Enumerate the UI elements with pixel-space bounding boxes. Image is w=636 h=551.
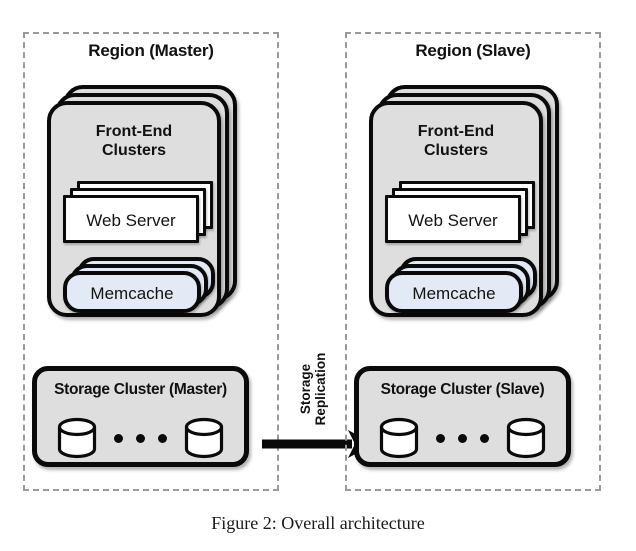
region-master: Region (Master): [23, 32, 279, 491]
memcache-stack-slave: Memcache: [385, 257, 537, 313]
region-master-title: Region (Master): [88, 41, 214, 60]
web-server-stack-slave: Web Server: [385, 181, 535, 243]
storage-cluster-master: Storage Cluster (Master): [32, 366, 249, 467]
region-slave-title: Region (Slave): [415, 41, 531, 60]
ellipsis-dot: [136, 433, 145, 443]
memcache-label-master: Memcache: [90, 284, 174, 303]
figure-caption: Figure 2: Overall architecture: [211, 513, 425, 533]
frontend-clusters-master: Front-End Clusters Web Server Memcache: [47, 85, 237, 317]
storage-ellipsis-slave: [436, 433, 489, 443]
frontend-clusters-title-slave: Front-End Clusters: [373, 122, 539, 160]
memcache-card-front: Memcache: [385, 271, 523, 313]
web-server-card-front: Web Server: [385, 195, 521, 243]
storage-cluster-master-title: Storage Cluster (Master): [54, 381, 227, 398]
frontend-title-line1: Front-End: [95, 123, 173, 140]
storage-disk-row-slave: [359, 415, 566, 461]
memcache-label-slave: Memcache: [412, 284, 496, 303]
region-slave: Region (Slave): [345, 32, 601, 491]
ellipsis-dot: [458, 433, 467, 443]
frontend-title-line2: Clusters: [423, 142, 489, 159]
ellipsis-dot: [480, 433, 489, 443]
web-server-card-front: Web Server: [63, 195, 199, 243]
database-cylinder-icon: [506, 417, 546, 459]
storage-cluster-slave: Storage Cluster (Slave): [354, 366, 571, 467]
database-cylinder-icon: [184, 417, 224, 459]
frontend-cluster-card-front: Front-End Clusters Web Server Memcache: [369, 101, 543, 317]
web-server-label-master: Web Server: [86, 211, 176, 230]
ellipsis-dot: [436, 433, 445, 443]
frontend-title-line1: Front-End: [417, 123, 495, 140]
frontend-clusters-slave: Front-End Clusters Web Server Memcache: [369, 85, 559, 317]
storage-replication-label: Storage Replication: [273, 349, 353, 429]
database-cylinder-icon: [379, 417, 419, 459]
frontend-title-line2: Clusters: [101, 142, 167, 159]
replication-label-line2: Replication: [313, 352, 328, 426]
frontend-clusters-title-master: Front-End Clusters: [51, 122, 217, 160]
storage-disk-row-master: [37, 415, 244, 461]
storage-ellipsis-master: [114, 433, 167, 443]
replication-label-line1: Storage: [298, 363, 313, 415]
web-server-label-slave: Web Server: [408, 211, 498, 230]
memcache-card-front: Memcache: [63, 271, 201, 313]
memcache-stack-master: Memcache: [63, 257, 215, 313]
storage-cluster-slave-title: Storage Cluster (Slave): [380, 381, 545, 398]
database-cylinder-icon: [57, 417, 97, 459]
ellipsis-dot: [114, 433, 123, 443]
frontend-cluster-card-front: Front-End Clusters Web Server Memcache: [47, 101, 221, 317]
ellipsis-dot: [158, 433, 167, 443]
web-server-stack-master: Web Server: [63, 181, 213, 243]
